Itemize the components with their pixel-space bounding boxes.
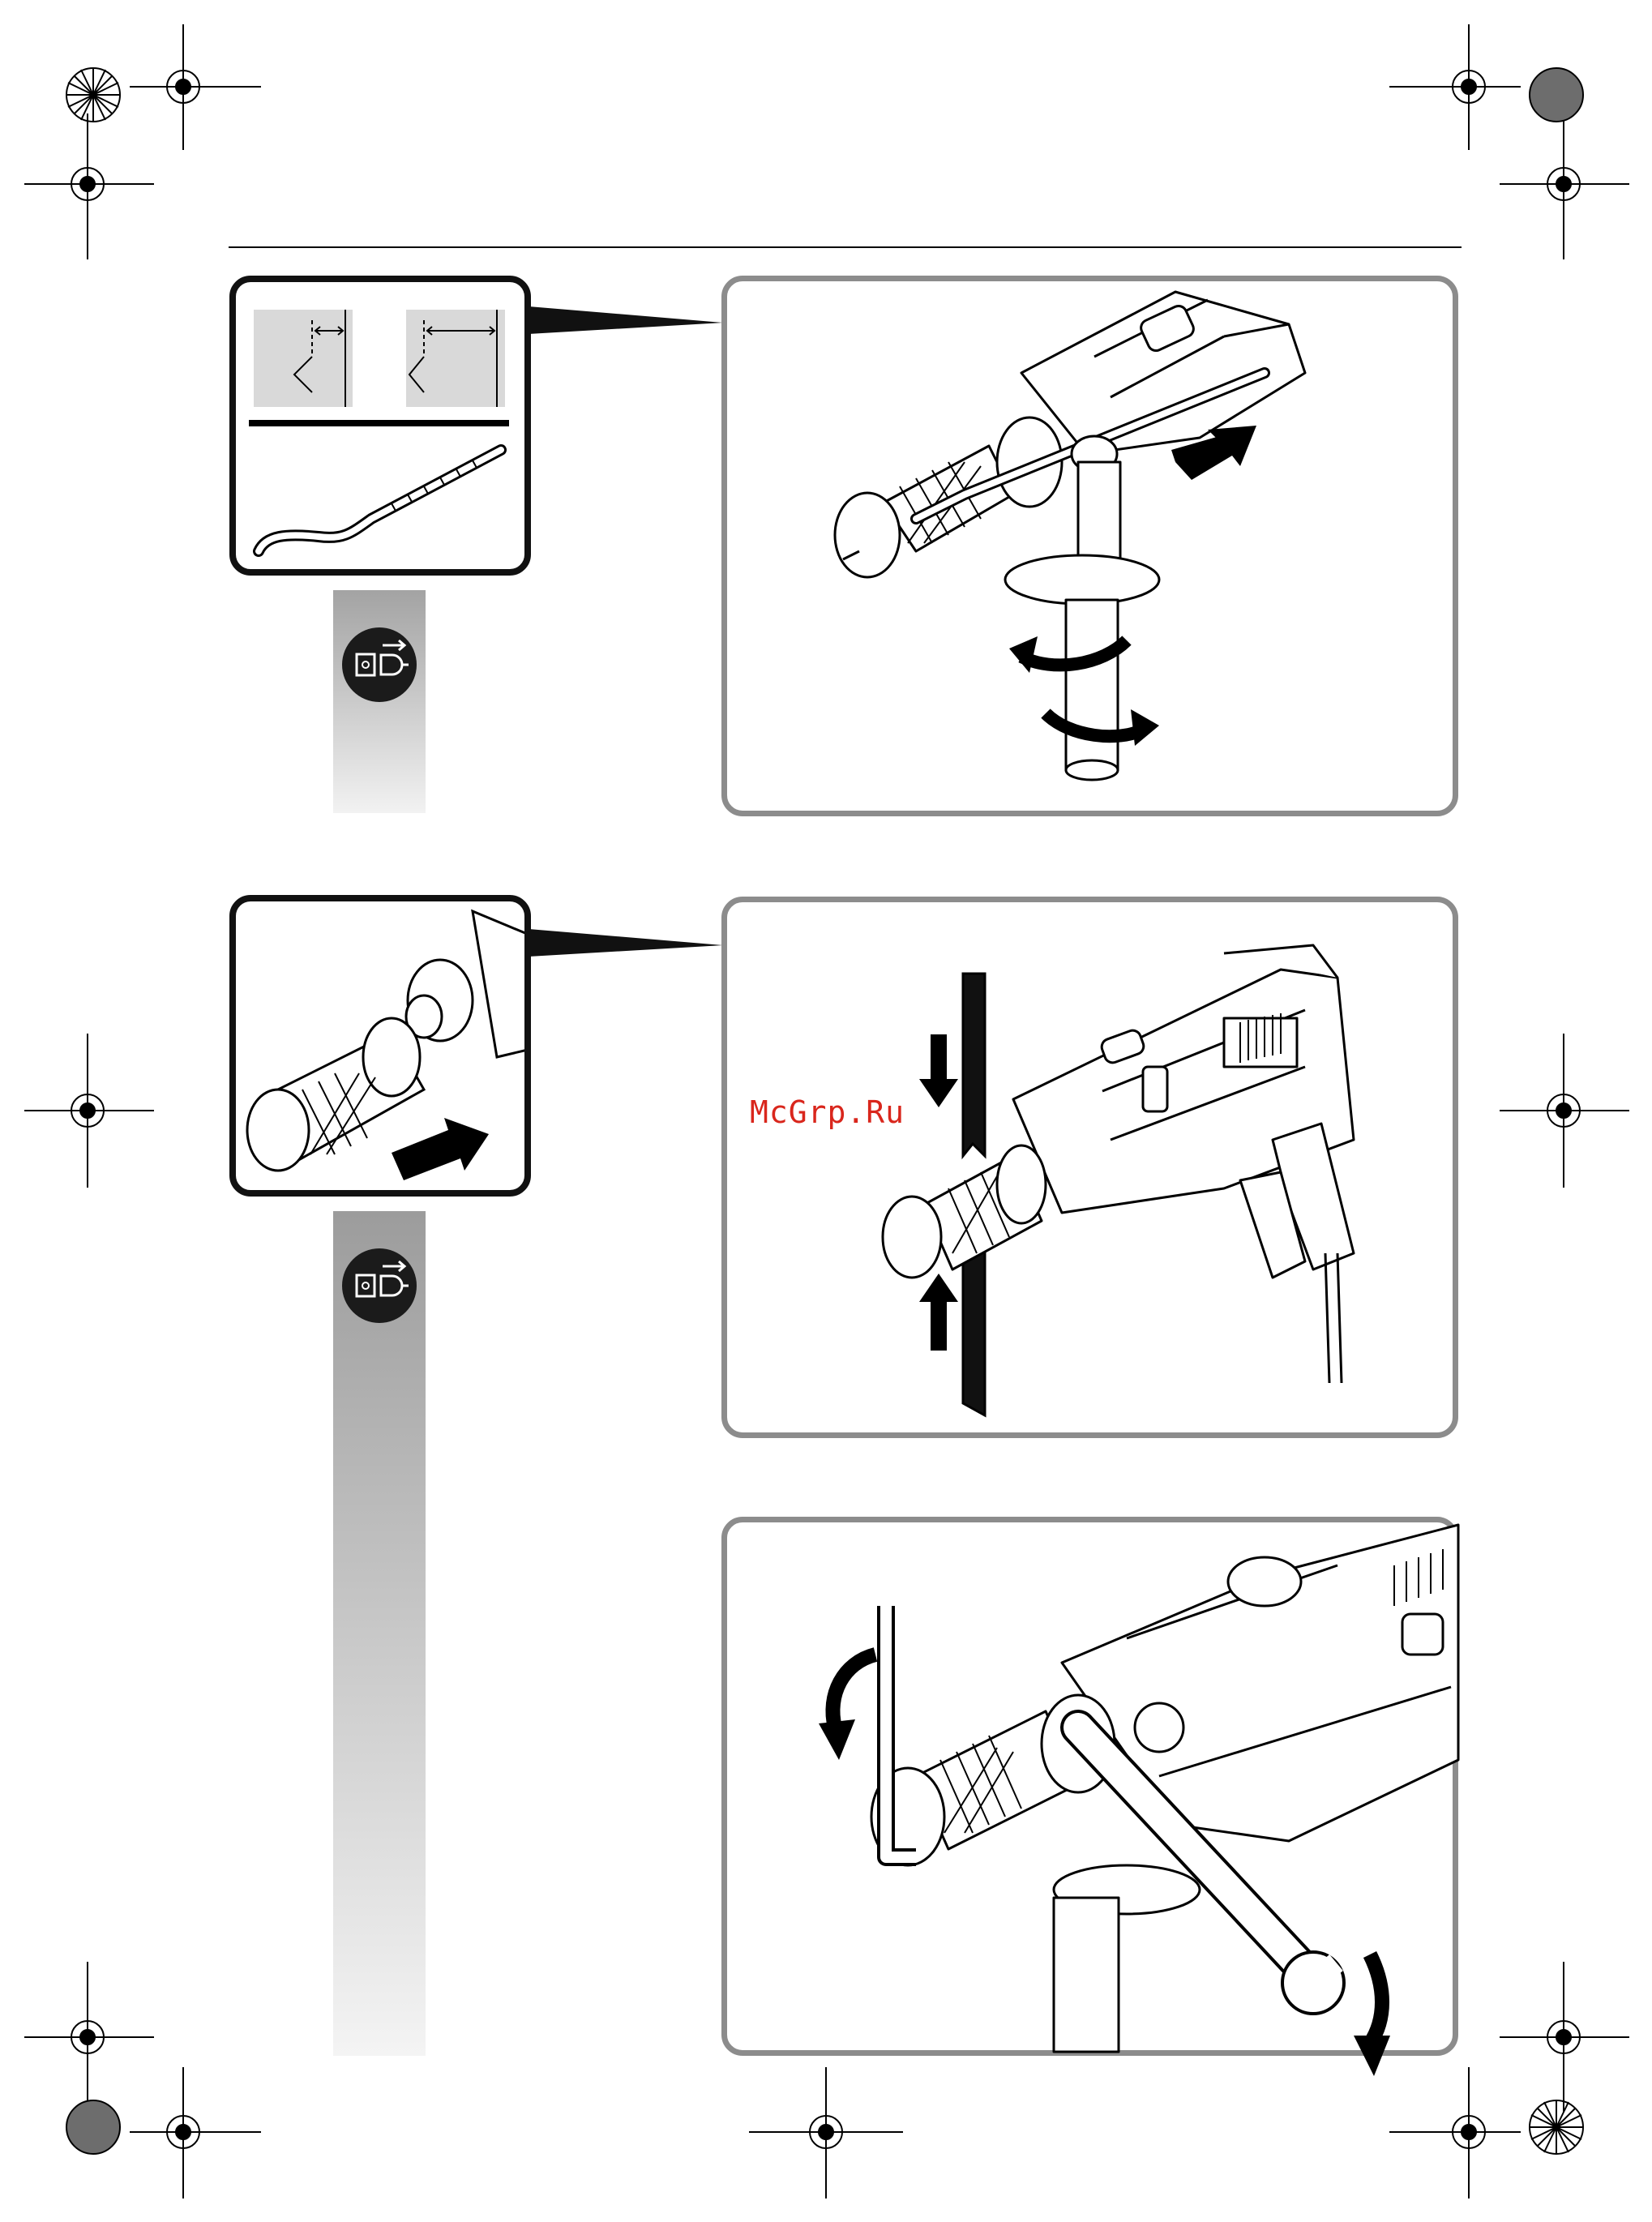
callout-wedge <box>529 929 723 961</box>
chuck-removal-main-panel <box>721 897 1458 1438</box>
chuck-loosening-main-panel <box>721 1517 1458 2056</box>
callout-wedge <box>529 306 723 339</box>
unplug-before-work-icon <box>342 627 417 702</box>
gray-disc <box>1530 68 1583 122</box>
drill-depth-stop-illustration <box>721 276 1458 816</box>
depth-stop-main-panel <box>721 276 1458 816</box>
chuck-detail-inset <box>229 895 531 1197</box>
unplug-before-work-icon <box>342 1248 417 1323</box>
depth-stop-detail-inset <box>229 276 531 576</box>
gray-disc <box>66 2100 120 2154</box>
watermark-text: McGrp.Ru <box>750 1094 905 1130</box>
drill-with-wrench-and-hex-key-illustration <box>721 1517 1458 2056</box>
drill-with-open-end-keys-illustration <box>721 897 1458 1438</box>
gray-sidebar-2 <box>333 1211 426 2056</box>
